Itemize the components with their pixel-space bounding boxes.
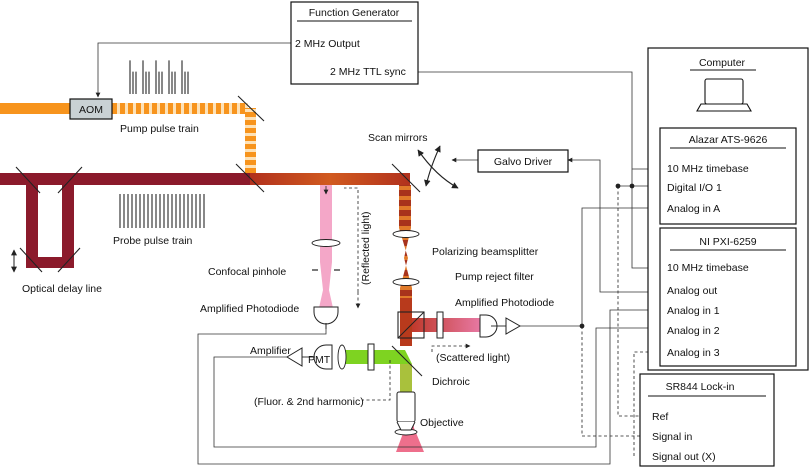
probe-beam [0,173,250,268]
pmt-filter-icon [367,343,375,371]
amp-pd-left-label: Amplified Photodiode [200,303,299,315]
ni-box [659,227,797,367]
photodiode-right-icon [479,314,498,338]
lockin-port-0: Ref [652,411,668,423]
lockin-box [639,373,775,467]
pmt-icon [313,344,333,370]
alazar-title: Alazar ATS-9626 [689,134,768,146]
aom-box [69,98,113,120]
computer-title: Computer [699,57,746,69]
delay-line-label: Optical delay line [22,283,102,295]
combined-beam [250,173,410,185]
fluor-label: (Fluor. & 2nd harmonic) [254,396,364,408]
pmt-label: PMT [308,354,331,366]
lockin-title: SR844 Lock-in [666,381,735,393]
pump-reject-label: Pump reject filter [455,271,534,283]
alazar-port-2: Analog in A [667,203,720,215]
dichroic-label: Dichroic [432,376,470,388]
amplifier-right-icon [505,317,522,335]
amp-pd-right-label: Amplified Photodiode [455,297,554,309]
alazar-port-1: Digital I/O 1 [667,182,722,194]
probe-pulse-train-icon [119,194,205,228]
scattered-light-path [431,343,471,352]
photodiode-left-icon [313,306,339,325]
function-generator-title: Function Generator [309,7,400,19]
pump-beam [0,103,70,114]
polarizing-beamsplitter-icon [397,311,425,339]
probe-train-label: Probe pulse train [113,235,193,247]
function-generator-box [290,1,419,85]
pump-train-label: Pump pulse train [120,123,199,135]
fluor-path [362,360,391,401]
mirrors [15,95,421,273]
ni-port-3: Analog in 2 [667,325,720,337]
scan-mirrors-label: Scan mirrors [368,132,428,144]
galvo-driver-box [477,149,569,173]
ni-port-1: Analog out [667,285,717,297]
pbs-label: Polarizing beamsplitter [432,246,539,258]
pump-pulsed-beam [112,103,248,114]
ni-port-2: Analog in 1 [667,305,720,317]
alazar-box [659,127,797,225]
fg-output-label: 2 MHz Output [295,38,360,50]
laptop-icon [696,78,752,112]
scattered-light-label: (Scattered light) [436,352,510,364]
dichroic-icon [391,345,423,377]
pump-beam-down [245,108,256,178]
combined-beam-lower [400,298,412,346]
galvo-driver-label: Galvo Driver [494,156,553,168]
pump-reject-filter-icon [436,311,444,339]
reflected-light-path [344,187,359,292]
amplifier-label: Amplifier [250,345,291,357]
alazar-port-0: 10 MHz timebase [667,163,749,175]
pd-beam [412,318,482,332]
pump-pulse-train-icon [129,60,189,94]
ni-title: NI PXI-6259 [699,236,756,248]
aom-label: AOM [79,104,103,116]
ni-port-0: 10 MHz timebase [667,262,749,274]
reflected-light-label: (Reflected light) [360,211,372,285]
ni-port-4: Analog in 3 [667,347,720,359]
fg-ttl-label: 2 MHz TTL sync [330,66,406,78]
lockin-port-2: Signal out (X) [652,451,716,463]
fluor-beam-down [400,364,412,392]
scan-mirrors-icon [417,145,459,189]
confocal-pinhole-label: Confocal pinhole [208,266,286,278]
objective-icon [396,391,416,431]
objective-label: Objective [420,417,464,429]
fluor-beam [345,350,412,364]
lockin-port-1: Signal in [652,431,692,443]
combined-beam-down [399,185,412,300]
lenses [311,230,420,436]
